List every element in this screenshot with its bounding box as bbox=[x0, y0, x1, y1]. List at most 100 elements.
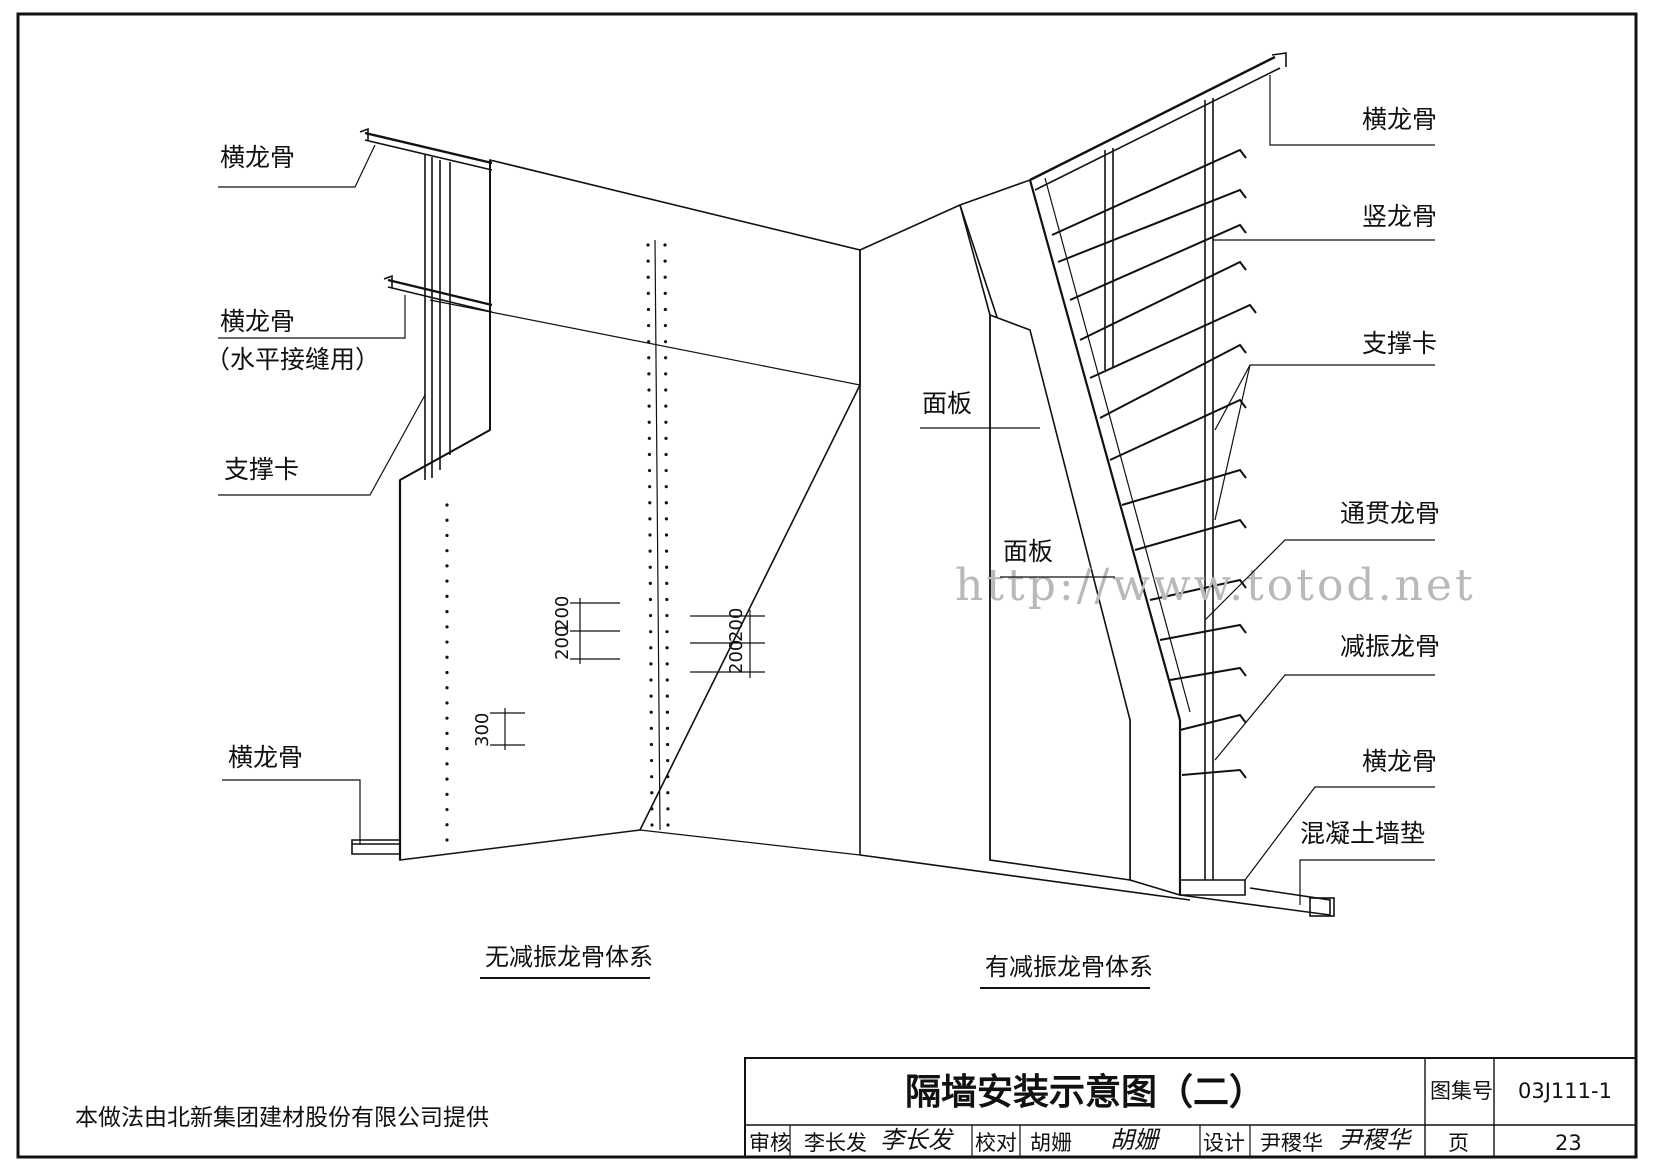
screw-dot bbox=[445, 670, 449, 675]
right-top-runner bbox=[1029, 52, 1287, 191]
watermark: http://www.totod.net bbox=[955, 560, 1476, 611]
screw-dot bbox=[445, 609, 449, 614]
dim-left-b: 200 bbox=[552, 626, 573, 660]
screw-dot bbox=[665, 678, 669, 682]
screw-dot bbox=[445, 518, 449, 522]
screw-dot bbox=[649, 646, 653, 650]
title-block bbox=[744, 1057, 1637, 1158]
dim-bottom: 300 bbox=[472, 713, 493, 747]
screw-dot bbox=[445, 701, 449, 705]
label-panel-1: 面板 bbox=[922, 389, 972, 418]
left-bottom-runner bbox=[351, 839, 401, 855]
screw-dot bbox=[650, 823, 654, 827]
screw-dot bbox=[663, 356, 668, 360]
screw-dot bbox=[646, 323, 651, 328]
screw-dot bbox=[666, 775, 670, 779]
screw-dot bbox=[445, 625, 449, 629]
checker-name: 胡姗 bbox=[1030, 1131, 1072, 1155]
screw-dot bbox=[664, 436, 668, 440]
screw-dot bbox=[445, 838, 449, 842]
screw-dot bbox=[648, 613, 653, 618]
check-label: 校对 bbox=[975, 1131, 1017, 1155]
screw-dot bbox=[647, 356, 651, 360]
screw-dot bbox=[649, 710, 653, 714]
screw-dot bbox=[445, 564, 449, 568]
label-left-mid-runner-note: （水平接缝用） bbox=[205, 345, 380, 374]
right-bottom-runner bbox=[1180, 879, 1246, 896]
screw-dot bbox=[666, 791, 670, 795]
screw-dot bbox=[646, 275, 650, 279]
label-left-top-runner: 横龙骨 bbox=[220, 143, 295, 172]
screw-dot bbox=[666, 823, 670, 827]
atlas-number: 03J111-1 bbox=[1518, 1079, 1612, 1103]
screw-dot bbox=[664, 420, 668, 424]
screw-dot bbox=[665, 710, 670, 714]
screw-dot bbox=[665, 581, 669, 585]
screw-dot bbox=[647, 436, 651, 440]
screw-dot bbox=[647, 372, 651, 376]
label-right-through-channel: 通贯龙骨 bbox=[1340, 499, 1440, 528]
screw-dot bbox=[445, 533, 449, 538]
screw-dot bbox=[665, 742, 670, 747]
screw-dot bbox=[445, 579, 449, 583]
screw-dot bbox=[647, 340, 651, 344]
designer-signature: 尹稷华 bbox=[1338, 1126, 1413, 1154]
screw-dot bbox=[648, 533, 652, 537]
screw-dot bbox=[664, 372, 668, 376]
screw-dot bbox=[663, 291, 667, 295]
screw-dot bbox=[646, 259, 650, 263]
right-studs bbox=[1104, 98, 1214, 880]
atlas-label: 图集号 bbox=[1430, 1079, 1493, 1103]
screw-dot bbox=[664, 501, 668, 505]
left-top-runner bbox=[359, 127, 493, 171]
screw-dot bbox=[646, 291, 650, 295]
screw-dot bbox=[666, 758, 670, 763]
left-back-panel bbox=[399, 158, 861, 861]
screw-dot bbox=[648, 597, 653, 602]
label-left-mid-runner: 横龙骨 bbox=[220, 307, 295, 336]
page-number: 23 bbox=[1555, 1131, 1582, 1155]
screw-lines bbox=[445, 243, 670, 842]
right-wall-assembly bbox=[958, 52, 1335, 917]
label-right-resilient-channel: 减振龙骨 bbox=[1340, 632, 1440, 661]
reviewer-signature: 李长发 bbox=[880, 1126, 955, 1154]
left-panel-seam bbox=[654, 239, 661, 831]
page-label: 页 bbox=[1448, 1131, 1469, 1155]
screw-dot bbox=[647, 420, 651, 424]
screw-dot bbox=[445, 762, 449, 766]
screw-dot bbox=[445, 640, 449, 644]
screw-dot bbox=[664, 549, 669, 553]
screw-dot bbox=[665, 565, 669, 569]
screw-dot bbox=[663, 259, 667, 263]
screw-dot bbox=[445, 549, 449, 553]
label-panel-2: 面板 bbox=[1003, 537, 1053, 566]
screw-dot bbox=[664, 485, 668, 489]
screw-dot bbox=[649, 662, 653, 666]
screw-dot bbox=[647, 452, 652, 457]
screw-dot bbox=[647, 404, 651, 408]
screw-dot bbox=[445, 792, 449, 796]
label-left-brace-clip: 支撑卡 bbox=[224, 455, 299, 484]
caption-right-system: 有减振龙骨体系 bbox=[985, 953, 1153, 981]
label-right-brace-clip: 支撑卡 bbox=[1362, 329, 1437, 358]
screw-dot bbox=[648, 565, 652, 569]
designer-name: 尹稷华 bbox=[1260, 1131, 1323, 1155]
dim-mid-b: 200 bbox=[726, 640, 747, 674]
screw-dot bbox=[664, 517, 669, 521]
screw-dot bbox=[665, 630, 669, 634]
screw-dot bbox=[663, 340, 668, 344]
screw-dot bbox=[445, 686, 449, 690]
screw-dot bbox=[445, 716, 449, 720]
screw-dot bbox=[650, 791, 654, 795]
screw-dot bbox=[445, 503, 449, 507]
screw-dot bbox=[665, 597, 669, 602]
left-wall-assembly bbox=[351, 127, 861, 861]
screw-dot bbox=[648, 501, 652, 505]
screw-dot bbox=[445, 823, 449, 827]
left-mid-runner bbox=[383, 274, 493, 313]
screw-dot bbox=[647, 388, 651, 392]
right-concrete-base bbox=[1179, 887, 1335, 917]
screw-dot bbox=[663, 307, 667, 312]
screw-dot bbox=[646, 307, 651, 312]
screw-dot bbox=[649, 630, 653, 634]
